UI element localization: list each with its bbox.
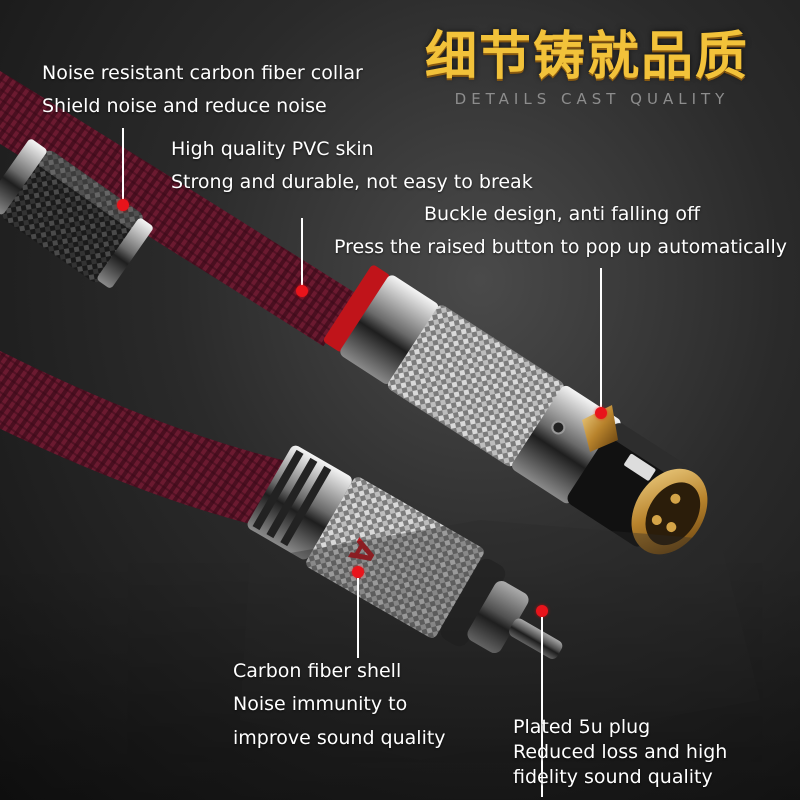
plug-caption-line1: Plated 5u plug bbox=[513, 716, 651, 738]
plug-caption-line2: Reduced loss and high bbox=[513, 741, 728, 763]
skin-caption-line1: High quality PVC skin bbox=[171, 138, 374, 160]
shell-caption-line3: improve sound quality bbox=[233, 727, 446, 749]
skin-caption-line2: Strong and durable, not easy to break bbox=[171, 171, 533, 193]
shell-leader-line bbox=[357, 578, 359, 658]
collar-leader-line bbox=[122, 128, 124, 200]
buckle-caption-line1: Buckle design, anti falling off bbox=[424, 203, 701, 225]
skin-marker-dot bbox=[296, 285, 308, 297]
page-title: 细节铸就品质 bbox=[424, 27, 749, 87]
shell-caption-line2: Noise immunity to bbox=[233, 693, 408, 715]
collar-marker-dot bbox=[117, 199, 129, 211]
plug-caption-line3: fidelity sound quality bbox=[513, 766, 713, 788]
buckle-marker-dot bbox=[595, 407, 607, 419]
plug-marker-dot bbox=[536, 605, 548, 617]
floor-reflection bbox=[0, 520, 800, 800]
buckle-leader-line bbox=[600, 268, 602, 408]
shell-marker-dot bbox=[352, 566, 364, 578]
collar-caption-line2: Shield noise and reduce noise bbox=[42, 95, 327, 117]
plug-leader-line bbox=[541, 617, 543, 797]
upper-cable bbox=[0, 70, 708, 555]
shell-caption-line1: Carbon fiber shell bbox=[233, 660, 402, 682]
skin-leader-line bbox=[301, 218, 303, 286]
page-subtitle: DETAILS CAST QUALITY bbox=[454, 90, 730, 108]
buckle-caption-line2: Press the raised button to pop up automa… bbox=[334, 236, 787, 258]
collar-caption-line1: Noise resistant carbon fiber collar bbox=[42, 62, 363, 84]
